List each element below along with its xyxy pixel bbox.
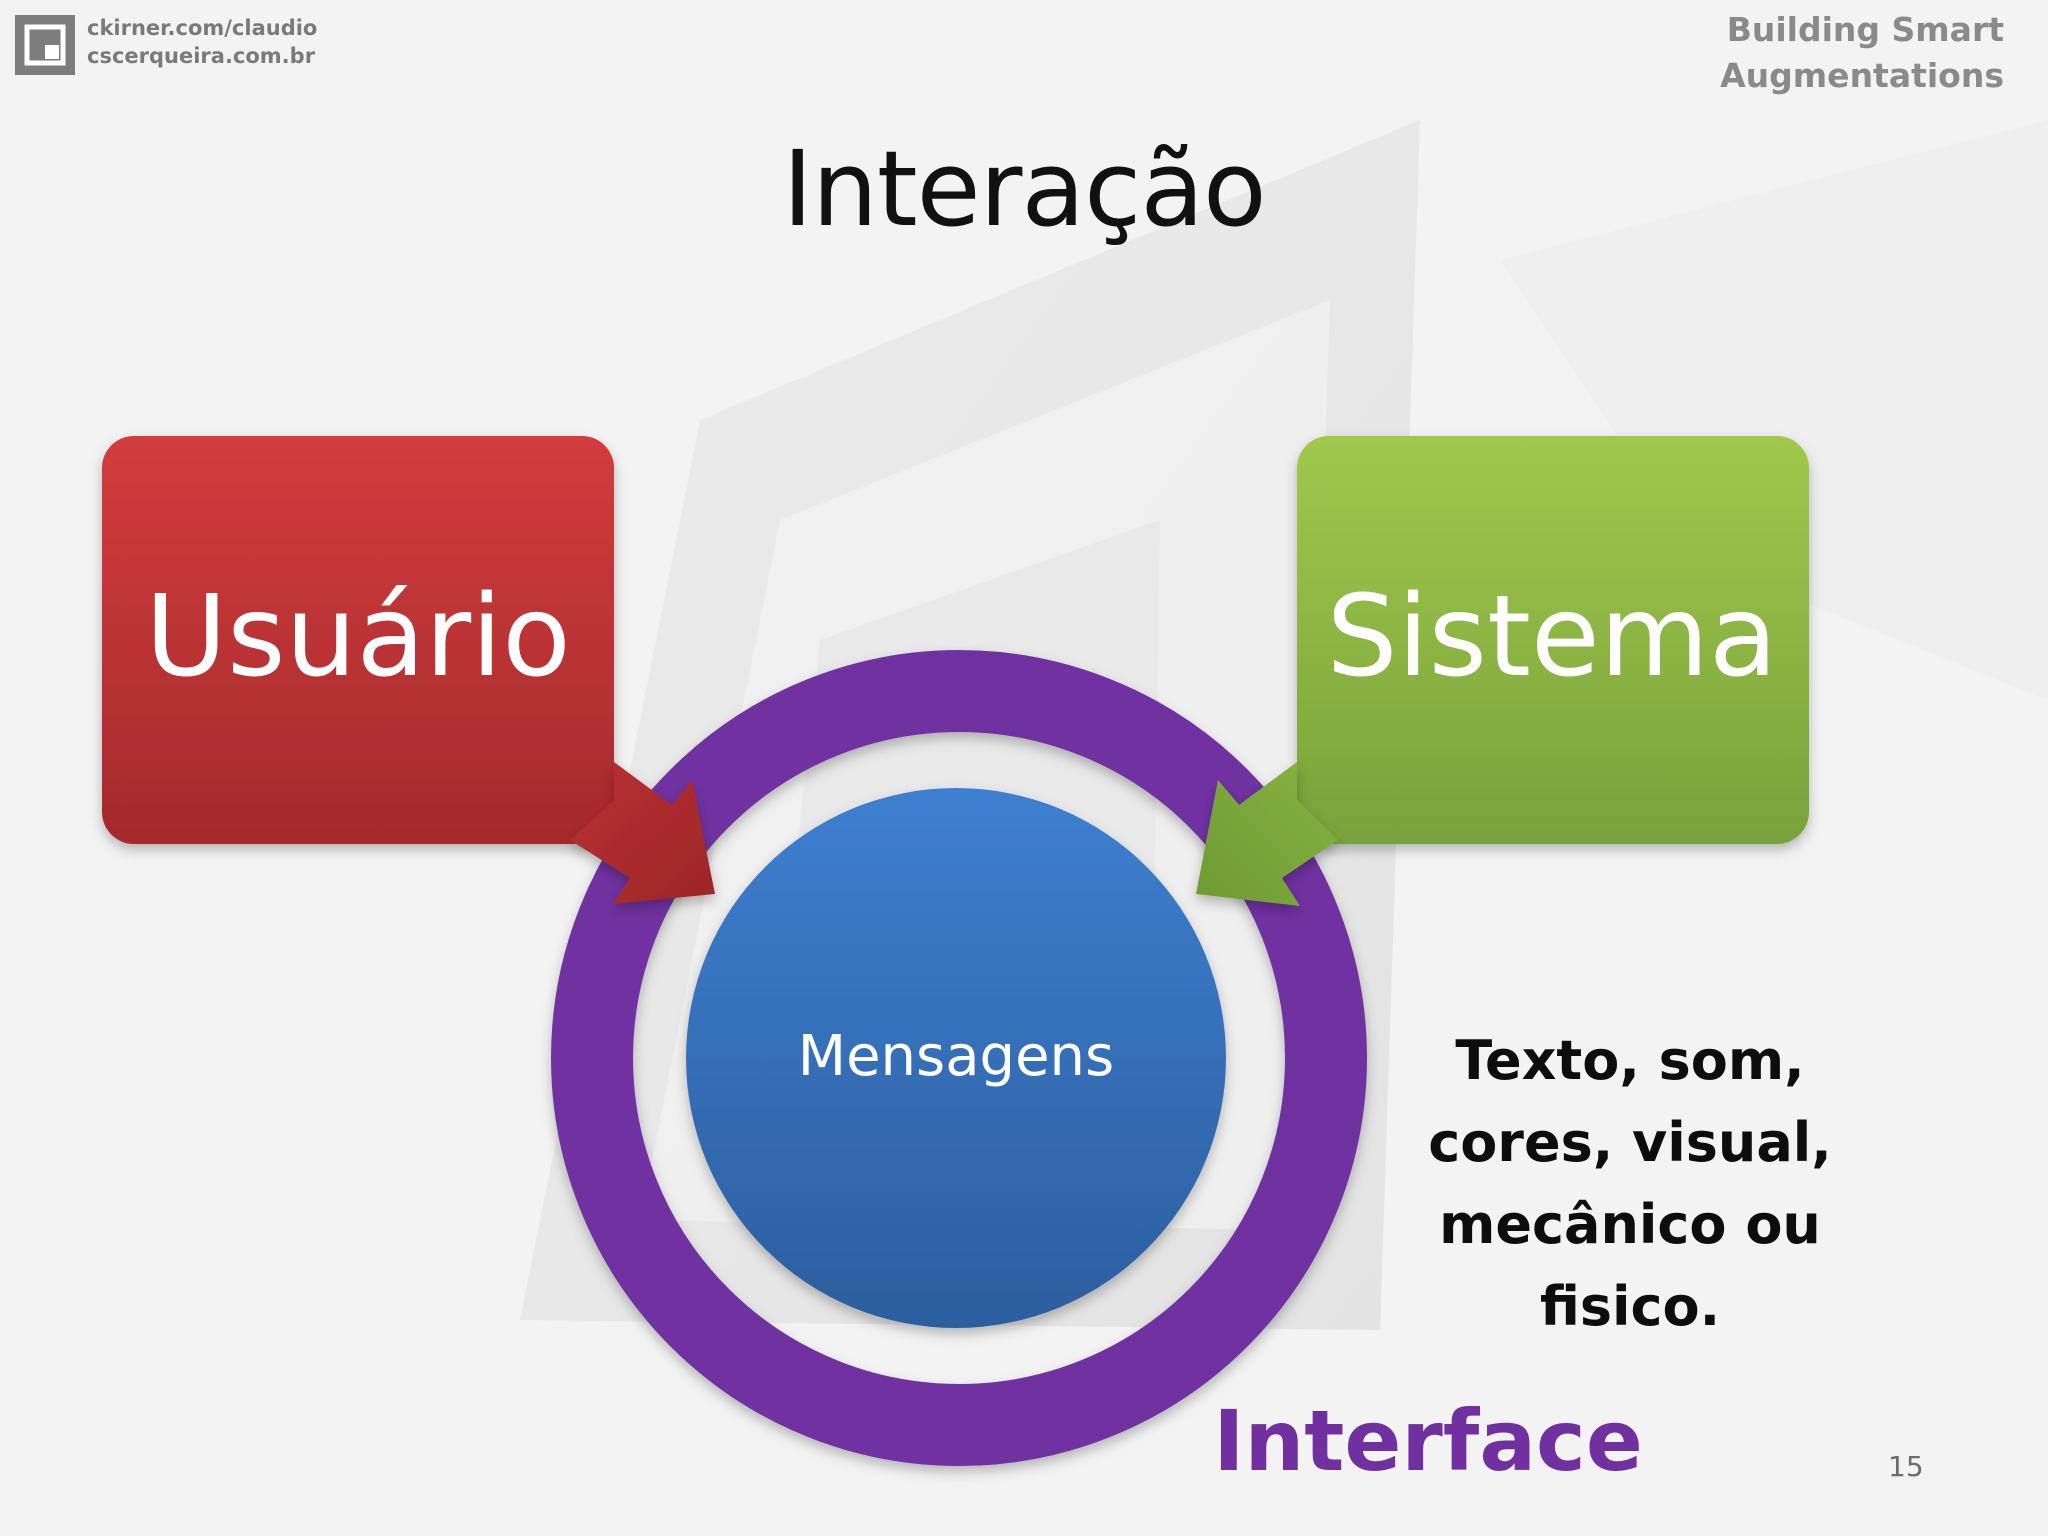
system-label: Sistema [1326, 572, 1777, 702]
system-arrow [1196, 762, 1338, 906]
brand-line-1: Building Smart [1726, 10, 2004, 49]
logo-icon [15, 15, 75, 75]
messages-label: Mensagens [798, 1024, 1114, 1089]
interface-ring [551, 650, 1367, 1466]
messages-circle [686, 788, 1226, 1328]
description-line: Texto, som, [1455, 1029, 1805, 1092]
description-line: mecânico ou [1439, 1193, 1821, 1256]
site-url-1: ckirner.com/claudio [87, 16, 318, 40]
brand-line-2: Augmentations [1720, 56, 2004, 95]
site-url-2: cscerqueira.com.br [87, 44, 316, 68]
description-text: Texto, som, cores, visual, mecânico ou f… [1390, 1020, 1870, 1348]
user-label: Usuário [145, 572, 571, 702]
user-box [102, 436, 614, 844]
system-box [1297, 436, 1809, 844]
description-line: cores, visual, [1428, 1111, 1832, 1174]
slide-title: Interação [782, 128, 1266, 250]
page-number: 15 [1888, 1450, 1924, 1483]
user-arrow [570, 762, 715, 904]
interface-label: Interface [1213, 1392, 1643, 1490]
description-line: fisico. [1539, 1275, 1721, 1338]
